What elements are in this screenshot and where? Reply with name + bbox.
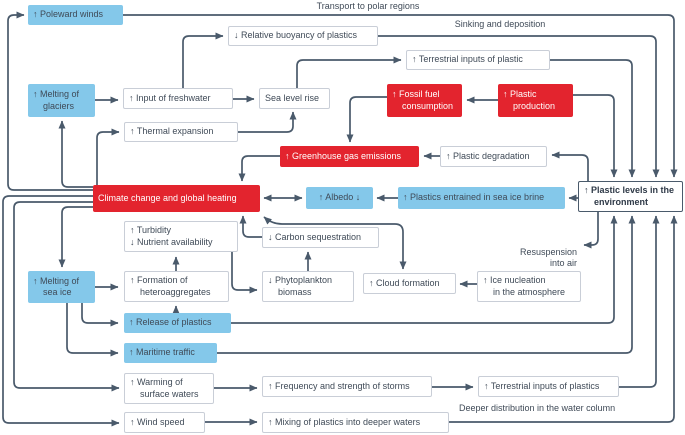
node-fossil-fuel: ↑ Fossil fuel consumption xyxy=(387,84,462,117)
label-transport-polar-regions: Transport to polar regions xyxy=(316,1,420,11)
node-storms: ↑ Frequency and strength of storms xyxy=(262,376,432,397)
node-mixing-deeper: ↑ Mixing of plastics into deeper waters xyxy=(262,412,449,433)
node-plastic-production: ↑ Plastic production xyxy=(498,84,573,117)
node-warming-surface: ↑ Warming of surface waters xyxy=(124,373,214,404)
node-wind-speed: ↑ Wind speed xyxy=(124,412,205,433)
node-terrestrial-inputs-bottom: ↑ Terrestrial inputs of plastics xyxy=(478,376,619,397)
node-climate-change: Climate change and global heating xyxy=(93,185,260,212)
label-resuspension-into-air: Resuspension into air xyxy=(519,247,577,268)
node-albedo: ↑ Albedo ↓ xyxy=(306,187,373,209)
label-sinking-deposition: Sinking and deposition xyxy=(454,19,546,29)
node-cloud-formation: ↑ Cloud formation xyxy=(363,273,456,294)
node-ice-nucleation: ↑ Ice nucleation in the atmosphere xyxy=(477,271,581,302)
node-relative-buoyancy: ↓ Relative buoyancy of plastics xyxy=(228,26,378,46)
node-melting-glaciers: ↑ Melting of glaciers xyxy=(28,84,95,117)
node-terrestrial-inputs-top: ↑ Terrestrial inputs of plastic xyxy=(406,50,550,70)
node-plastic-levels: ↑ Plastic levels in the environment xyxy=(578,181,683,212)
node-ghg-emissions: ↑ Greenhouse gas emissions xyxy=(280,146,419,167)
node-thermal-expansion: ↑ Thermal expansion xyxy=(124,122,238,142)
node-plastics-brine: ↑ Plastics entrained in sea ice brine xyxy=(398,187,565,209)
node-carbon-sequestration: ↓ Carbon sequestration xyxy=(262,227,379,248)
node-heteroaggregates: ↑ Formation of heteroaggregates xyxy=(124,271,229,302)
node-phytoplankton: ↓ Phytoplankton biomass xyxy=(262,271,354,302)
node-poleward-winds: ↑ Poleward winds xyxy=(28,5,123,25)
node-sea-level-rise: Sea level rise xyxy=(259,88,330,109)
label-deeper-distribution: Deeper distribution in the water column xyxy=(459,403,616,413)
node-plastic-degradation: ↑ Plastic degradation xyxy=(440,146,547,167)
node-maritime-traffic: ↑ Maritime traffic xyxy=(124,343,217,363)
node-release-plastics: ↑ Release of plastics xyxy=(124,313,231,333)
node-melting-sea-ice: ↑ Melting of sea ice xyxy=(28,271,95,303)
node-turbidity-nutrients: ↑ Turbidity ↓ Nutrient availability xyxy=(124,221,238,252)
node-input-freshwater: ↑ Input of freshwater xyxy=(123,88,233,109)
